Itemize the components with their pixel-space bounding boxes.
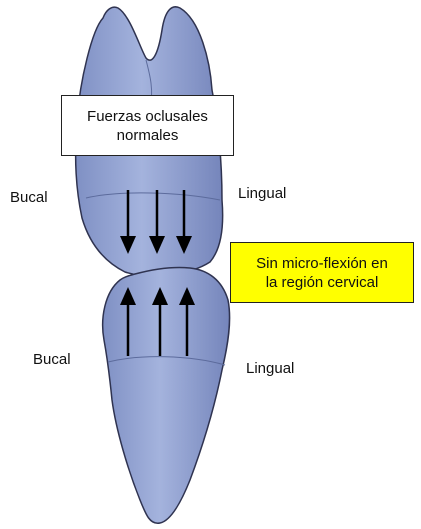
note-line2: la región cervical [266,273,379,292]
label-lingual-lower: Lingual [246,361,294,376]
note-line1: Sin micro-flexión en [256,254,388,273]
label-lingual-upper: Lingual [238,186,286,201]
lower-tooth-body [103,267,230,523]
occlusal-forces-line2: normales [117,126,179,145]
occlusal-forces-box: Fuerzas oclusales normales [61,95,234,156]
no-microflexion-note: Sin micro-flexión en la región cervical [230,242,414,303]
label-bucal-lower: Bucal [33,352,71,367]
label-bucal-upper: Bucal [10,190,48,205]
occlusal-forces-line1: Fuerzas oclusales [87,107,208,126]
lower-tooth [103,267,230,523]
